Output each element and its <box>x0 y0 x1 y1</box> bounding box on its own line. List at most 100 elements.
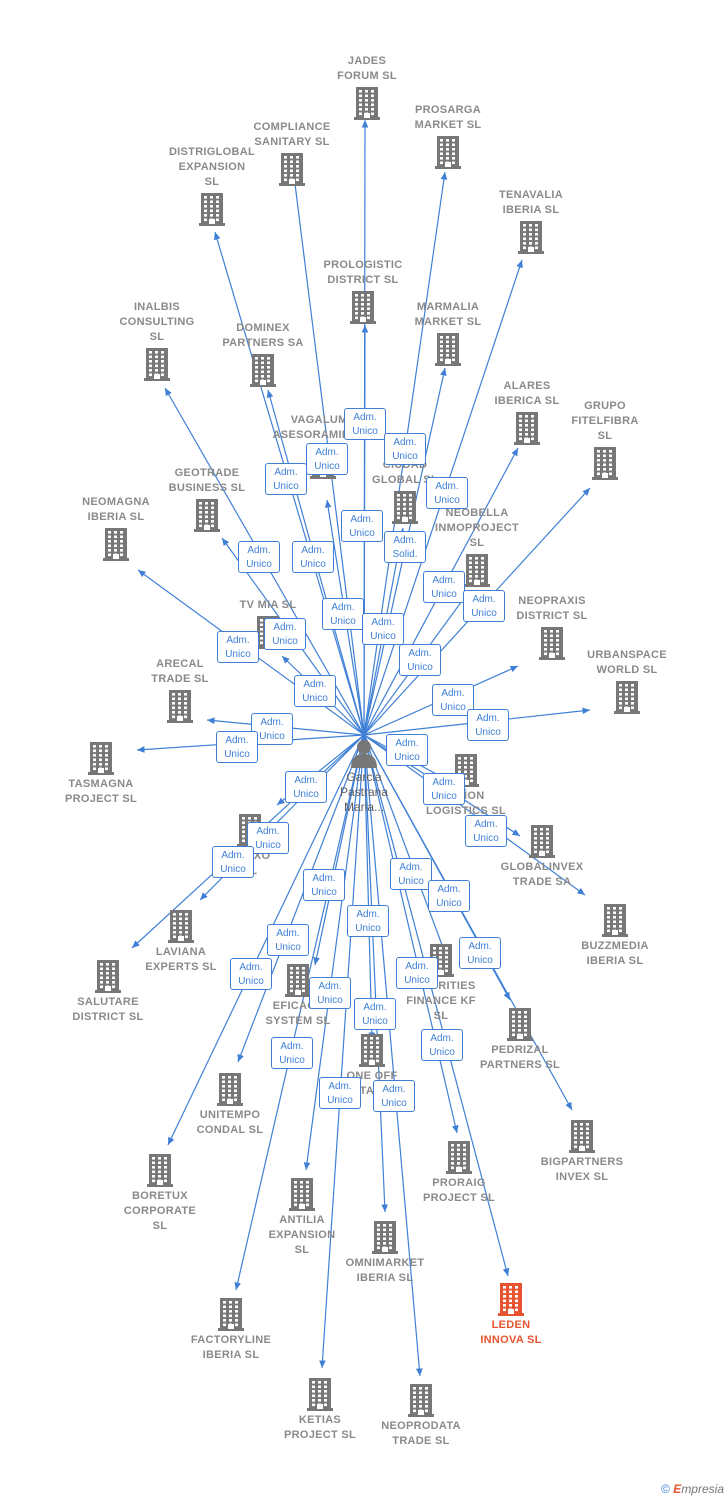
role-badge[interactable]: Adm.Unico <box>344 408 386 440</box>
role-text: Adm. <box>408 648 432 659</box>
role-badge[interactable]: Adm.Unico <box>265 463 307 495</box>
role-badge[interactable]: Adm.Unico <box>354 998 396 1030</box>
building-icon <box>279 153 305 186</box>
role-badge[interactable]: Adm.Unico <box>230 958 272 990</box>
role-badge[interactable]: Adm.Unico <box>362 613 404 645</box>
company-label-line: SL <box>204 176 220 188</box>
role-badge[interactable]: Adm.Unico <box>347 905 389 937</box>
role-badge[interactable]: Adm.Solid. <box>384 531 426 563</box>
role-badge[interactable]: Adm.Unico <box>212 846 254 878</box>
role-badge[interactable]: Adm.Unico <box>285 771 327 803</box>
role-badge[interactable]: Adm.Unico <box>421 1029 463 1061</box>
role-text: Adm. <box>399 862 423 873</box>
company-label-line: INVEX SL <box>555 1171 609 1183</box>
brand-logo[interactable]: © Empresia <box>661 1482 724 1496</box>
role-badge[interactable]: Adm.Unico <box>467 709 509 741</box>
role-badge[interactable]: Adm.Unico <box>292 541 334 573</box>
role-badge[interactable]: Adm.Unico <box>267 924 309 956</box>
role-badge[interactable]: Adm.Unico <box>319 1077 361 1109</box>
role-badge[interactable]: Adm.Unico <box>309 977 351 1009</box>
role-badge[interactable]: Adm.Unico <box>373 1080 415 1112</box>
role-badge[interactable]: Adm.Unico <box>390 858 432 890</box>
role-badge[interactable]: Adm.Unico <box>423 773 465 805</box>
company-label-line: COMPLIANCE <box>253 121 331 133</box>
role-badge[interactable]: Adm.Unico <box>294 675 336 707</box>
role-badge[interactable]: Adm.Unico <box>271 1037 313 1069</box>
role-text: Unico <box>370 631 396 642</box>
role-badge[interactable]: Adm.Unico <box>247 822 289 854</box>
role-badge[interactable]: Adm.Unico <box>428 880 470 912</box>
role-badge[interactable]: Adm.Unico <box>217 631 259 663</box>
role-badge[interactable]: Adm.Unico <box>423 571 465 603</box>
company-label-line: GEOTRADE <box>174 467 240 479</box>
role-badge[interactable]: Adm.Unico <box>306 443 348 475</box>
role-badge[interactable]: Adm.Unico <box>303 869 345 901</box>
role-badge[interactable]: Adm.Unico <box>459 937 501 969</box>
role-badge[interactable]: Adm.Unico <box>251 713 293 745</box>
role-text: Adm. <box>225 735 249 746</box>
building-icon <box>514 412 540 445</box>
role-badge[interactable]: Adm.Unico <box>384 433 426 465</box>
building-icon <box>435 136 461 169</box>
role-badge[interactable]: Adm.Unico <box>396 957 438 989</box>
role-text: Adm. <box>280 1041 304 1052</box>
role-badge[interactable]: Adm.Unico <box>264 618 306 650</box>
role-badge[interactable]: Adm.Unico <box>216 731 258 763</box>
company-label-line: PROLOGISTIC <box>323 259 403 271</box>
company-label-line: PARTNERS SL <box>479 1059 561 1071</box>
center-person[interactable]: Garcia Pastrana Maria... <box>326 738 402 815</box>
role-badge[interactable]: Adm.Unico <box>238 541 280 573</box>
role-badge[interactable]: Adm.Unico <box>426 477 468 509</box>
company-label-line: IBERIA SL <box>87 511 145 523</box>
role-badge[interactable]: Adm.Unico <box>463 590 505 622</box>
building-icon <box>218 1298 244 1331</box>
role-badge[interactable]: Adm.Unico <box>341 510 383 542</box>
role-badge[interactable]: Adm.Unico <box>465 815 507 847</box>
role-text: Unico <box>311 887 337 898</box>
role-badge[interactable]: Adm.Unico <box>322 598 364 630</box>
role-badge[interactable]: Adm.Unico <box>399 644 441 676</box>
company-label-line: OMNIMARKET <box>345 1257 425 1269</box>
role-badge[interactable]: Adm.Unico <box>386 734 428 766</box>
